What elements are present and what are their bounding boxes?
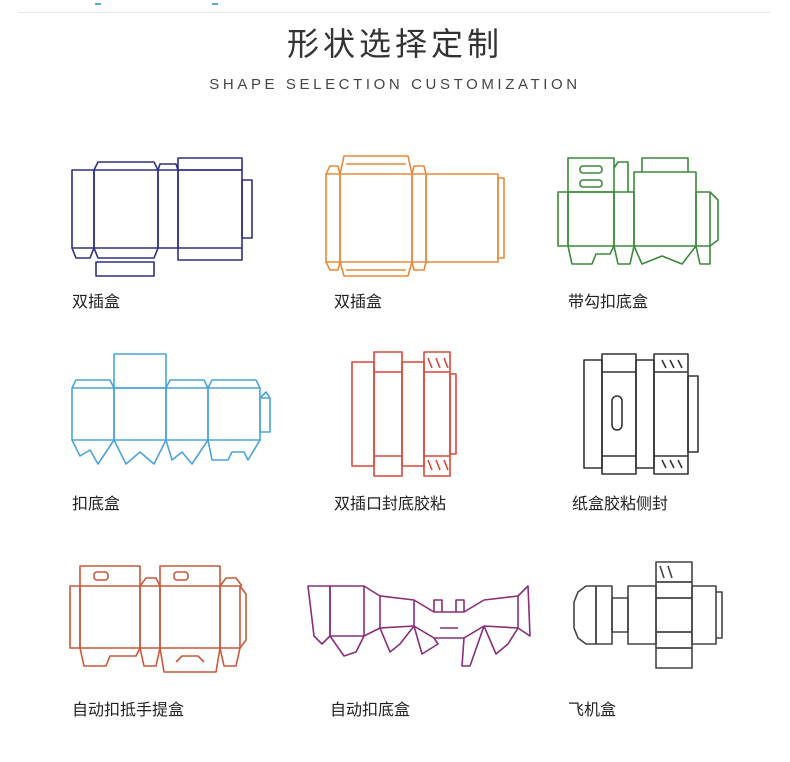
auto-lock-bottom-box-icon: [307, 585, 531, 667]
side-glued-carton-icon: [583, 353, 699, 475]
top-accent-mark: [95, 3, 101, 5]
box-label: 自动扣抵手提盒: [72, 700, 185, 719]
box-option-3[interactable]: 带勾扣底盒: [552, 150, 772, 330]
hook-lock-bottom-box-icon: [557, 157, 719, 265]
top-divider: [18, 12, 770, 13]
box-label: 自动扣底盒: [330, 700, 411, 719]
double-tuck-box-icon: [325, 155, 505, 277]
box-option-8[interactable]: 自动扣底盒: [300, 556, 531, 736]
box-option-9[interactable]: 飞机盒: [560, 556, 780, 736]
page-title: 形状选择定制: [286, 25, 503, 63]
double-tuck-box-icon: [71, 157, 253, 277]
box-option-2[interactable]: 双插盒: [320, 150, 540, 330]
box-option-1[interactable]: 双插盒: [60, 150, 280, 330]
box-label: 双插盒: [72, 292, 121, 311]
box-label: 飞机盒: [568, 700, 617, 719]
mailer-box-icon: [573, 561, 723, 669]
top-accent-mark: [212, 3, 218, 5]
box-label: 扣底盒: [72, 494, 121, 513]
box-label: 纸盒胶粘侧封: [572, 494, 669, 513]
box-option-4[interactable]: 扣底盒: [60, 352, 280, 532]
box-option-5[interactable]: 双插口封底胶粘: [320, 351, 540, 532]
lock-bottom-box-icon: [71, 353, 271, 465]
box-label: 双插口封底胶粘: [334, 494, 447, 513]
page-subtitle: SHAPE SELECTION CUSTOMIZATION: [209, 76, 581, 93]
box-option-6[interactable]: 纸盒胶粘侧封: [552, 352, 772, 532]
section-header: 形状选择定制 SHAPE SELECTION CUSTOMIZATION: [0, 24, 790, 94]
box-option-7[interactable]: 自动扣抵手提盒: [60, 556, 280, 736]
double-tuck-glued-bottom-box-icon: [351, 351, 457, 477]
auto-lock-handle-box-icon: [69, 565, 247, 673]
box-label: 双插盒: [334, 292, 383, 311]
box-label: 带勾扣底盒: [568, 292, 649, 311]
